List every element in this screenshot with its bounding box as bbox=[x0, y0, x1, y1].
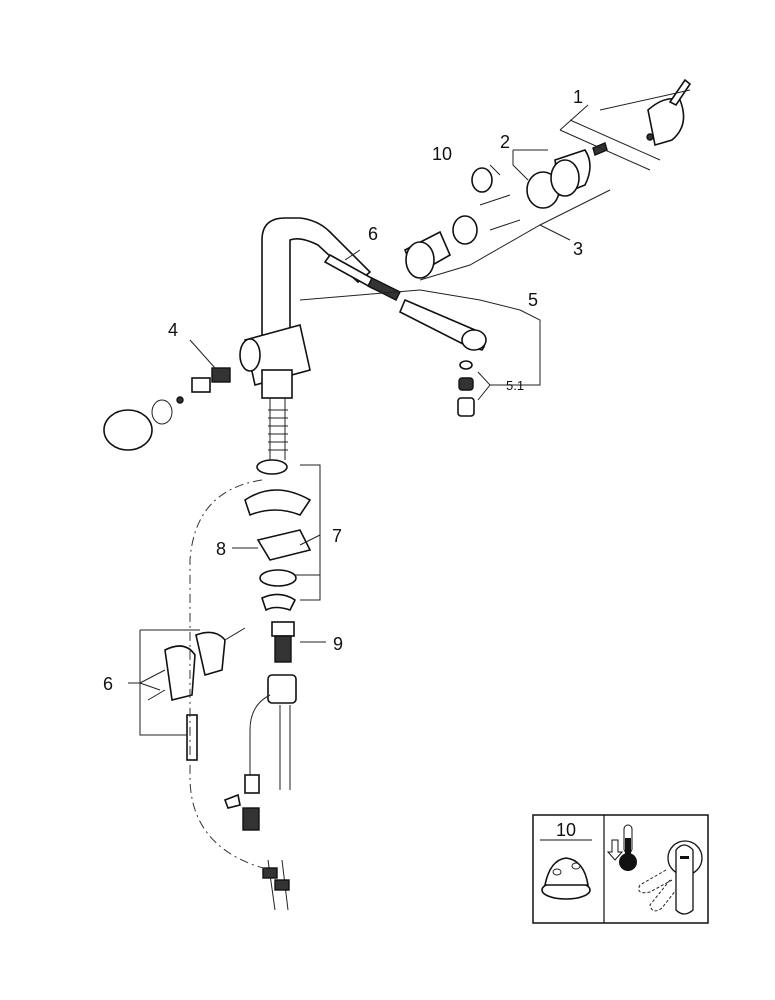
label-part-2: 2 bbox=[500, 132, 510, 152]
lever-handle-icon bbox=[638, 840, 703, 915]
label-part-6-top: 6 bbox=[368, 224, 378, 244]
label-part-4: 4 bbox=[168, 320, 178, 340]
aerator-assembly bbox=[103, 367, 231, 451]
faucet-body bbox=[239, 217, 372, 460]
valve-and-hoses bbox=[223, 621, 297, 911]
hose-path-dashed bbox=[189, 479, 271, 871]
leader-lines bbox=[128, 89, 691, 736]
cartridge-assembly bbox=[403, 78, 692, 279]
label-part-3: 3 bbox=[573, 239, 583, 259]
cartridge-cap-icon bbox=[541, 857, 591, 900]
hose-guide bbox=[147, 627, 246, 761]
label-part-9: 9 bbox=[333, 634, 343, 654]
spray-head bbox=[398, 298, 487, 417]
mounting-kit bbox=[244, 459, 312, 612]
label-part-5-1: 5.1 bbox=[506, 378, 524, 393]
label-part-7: 7 bbox=[332, 526, 342, 546]
label-part-8: 8 bbox=[216, 539, 226, 559]
thermometer-cold-icon bbox=[606, 824, 637, 871]
label-part-10: 10 bbox=[432, 144, 452, 164]
label-part-1: 1 bbox=[573, 87, 583, 107]
label-part-5: 5 bbox=[528, 290, 538, 310]
pull-out-hose bbox=[299, 253, 421, 301]
inset-box: 10 bbox=[532, 814, 709, 924]
inset-part-number: 10 bbox=[556, 820, 576, 840]
label-part-6-left: 6 bbox=[103, 674, 113, 694]
